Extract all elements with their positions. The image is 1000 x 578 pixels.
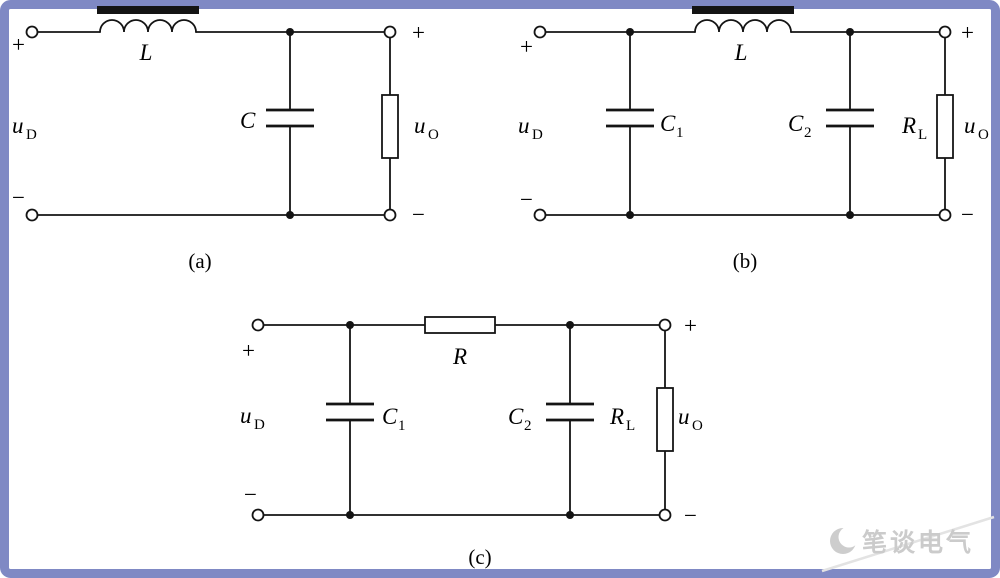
load-resistor-icon: [656, 387, 674, 452]
terminal: [938, 208, 952, 222]
junction-dot: [286, 28, 294, 36]
junction-dot: [286, 211, 294, 219]
terminal: [938, 25, 952, 39]
circuit-c: + u D − R C 1 C 2 R L + u O − (c): [240, 313, 703, 569]
watermark-slash: [821, 515, 995, 573]
capacitor-plates: [546, 402, 594, 422]
circuit-a: + u D − L C + u O − (a): [12, 6, 439, 273]
output-voltage-subscript: O: [978, 127, 989, 143]
output-plus-sign: +: [412, 20, 425, 45]
input-minus-sign: −: [520, 187, 533, 212]
capacitor2-icon: [546, 402, 594, 422]
input-minus-sign: −: [244, 482, 257, 507]
source-voltage-subscript: D: [532, 127, 543, 143]
caption-c: (c): [468, 545, 491, 569]
source-voltage-subscript: D: [254, 417, 265, 433]
load-resistor-icon: [381, 94, 399, 159]
output-plus-sign: +: [961, 20, 974, 45]
output-minus-sign: −: [412, 202, 425, 227]
inductor-label: L: [734, 40, 748, 65]
output-voltage-label: u: [964, 113, 976, 138]
load-resistor-label: R: [901, 113, 916, 138]
inductor-coil: [694, 19, 792, 33]
series-resistor-label: R: [452, 344, 467, 369]
wire: [31, 31, 391, 216]
capacitor1-label: C: [382, 404, 398, 429]
capacitor2-subscript: 2: [524, 418, 532, 434]
junction-dot: [346, 321, 354, 329]
caption-b: (b): [733, 249, 758, 273]
input-plus-sign: +: [520, 34, 533, 59]
capacitor-plates: [266, 108, 314, 128]
iron-core-bar: [97, 6, 199, 14]
junction-dot: [566, 321, 574, 329]
watermark-logo-icon: [830, 526, 860, 554]
capacitor1-label: C: [660, 111, 676, 136]
junction-dot: [846, 211, 854, 219]
inductor-icon: [97, 6, 199, 33]
terminal: [658, 508, 672, 522]
capacitor1-icon: [326, 402, 374, 422]
terminal: [25, 208, 39, 222]
inductor-coil: [99, 19, 197, 33]
capacitor2-label: C: [508, 404, 524, 429]
inductor-icon: [692, 6, 794, 33]
input-minus-sign: −: [12, 185, 25, 210]
terminal: [383, 208, 397, 222]
terminal: [383, 25, 397, 39]
terminal: [533, 208, 547, 222]
capacitor1-subscript: 1: [398, 418, 406, 434]
capacitor1-subscript: 1: [676, 125, 684, 141]
junction-dot: [846, 28, 854, 36]
wire: [539, 31, 946, 216]
input-plus-sign: +: [242, 338, 255, 363]
terminal: [251, 318, 265, 332]
output-plus-sign: +: [684, 313, 697, 338]
capacitor-label: C: [240, 108, 256, 133]
capacitor-plates: [826, 108, 874, 128]
output-voltage-subscript: O: [692, 418, 703, 434]
junction-dot: [626, 28, 634, 36]
source-voltage-label: u: [240, 403, 252, 428]
source-voltage-label: u: [12, 113, 24, 138]
load-resistor-subscript: L: [918, 127, 927, 143]
output-voltage-label: u: [678, 404, 690, 429]
capacitor2-icon: [826, 108, 874, 128]
watermark: 笔谈电气: [821, 515, 995, 573]
terminal: [658, 318, 672, 332]
input-plus-sign: +: [12, 32, 25, 57]
capacitor2-label: C: [788, 111, 804, 136]
junction-dot: [346, 511, 354, 519]
load-resistor-subscript: L: [626, 418, 635, 434]
capacitor1-icon: [606, 108, 654, 128]
terminal: [251, 508, 265, 522]
output-minus-sign: −: [684, 503, 697, 528]
capacitor-icon: [266, 108, 314, 128]
iron-core-bar: [692, 6, 794, 14]
source-voltage-label: u: [518, 113, 530, 138]
terminal: [533, 25, 547, 39]
capacitor-plates: [606, 108, 654, 128]
capacitor2-subscript: 2: [804, 125, 812, 141]
load-resistor-icon: [936, 94, 954, 159]
logo-crescent-inner: [838, 526, 860, 548]
load-resistor-label: R: [609, 404, 624, 429]
output-voltage-label: u: [414, 113, 426, 138]
caption-a: (a): [188, 249, 211, 273]
source-voltage-subscript: D: [26, 127, 37, 143]
terminal: [25, 25, 39, 39]
output-minus-sign: −: [961, 202, 974, 227]
output-voltage-subscript: O: [428, 127, 439, 143]
series-resistor-icon: [424, 316, 496, 334]
junction-dot: [626, 211, 634, 219]
capacitor-plates: [326, 402, 374, 422]
junction-dot: [566, 511, 574, 519]
inductor-label: L: [139, 40, 153, 65]
circuit-b: + u D − C 1 L C 2 R L + u O − (b): [518, 6, 989, 273]
watermark-text: 笔谈电气: [862, 528, 974, 557]
